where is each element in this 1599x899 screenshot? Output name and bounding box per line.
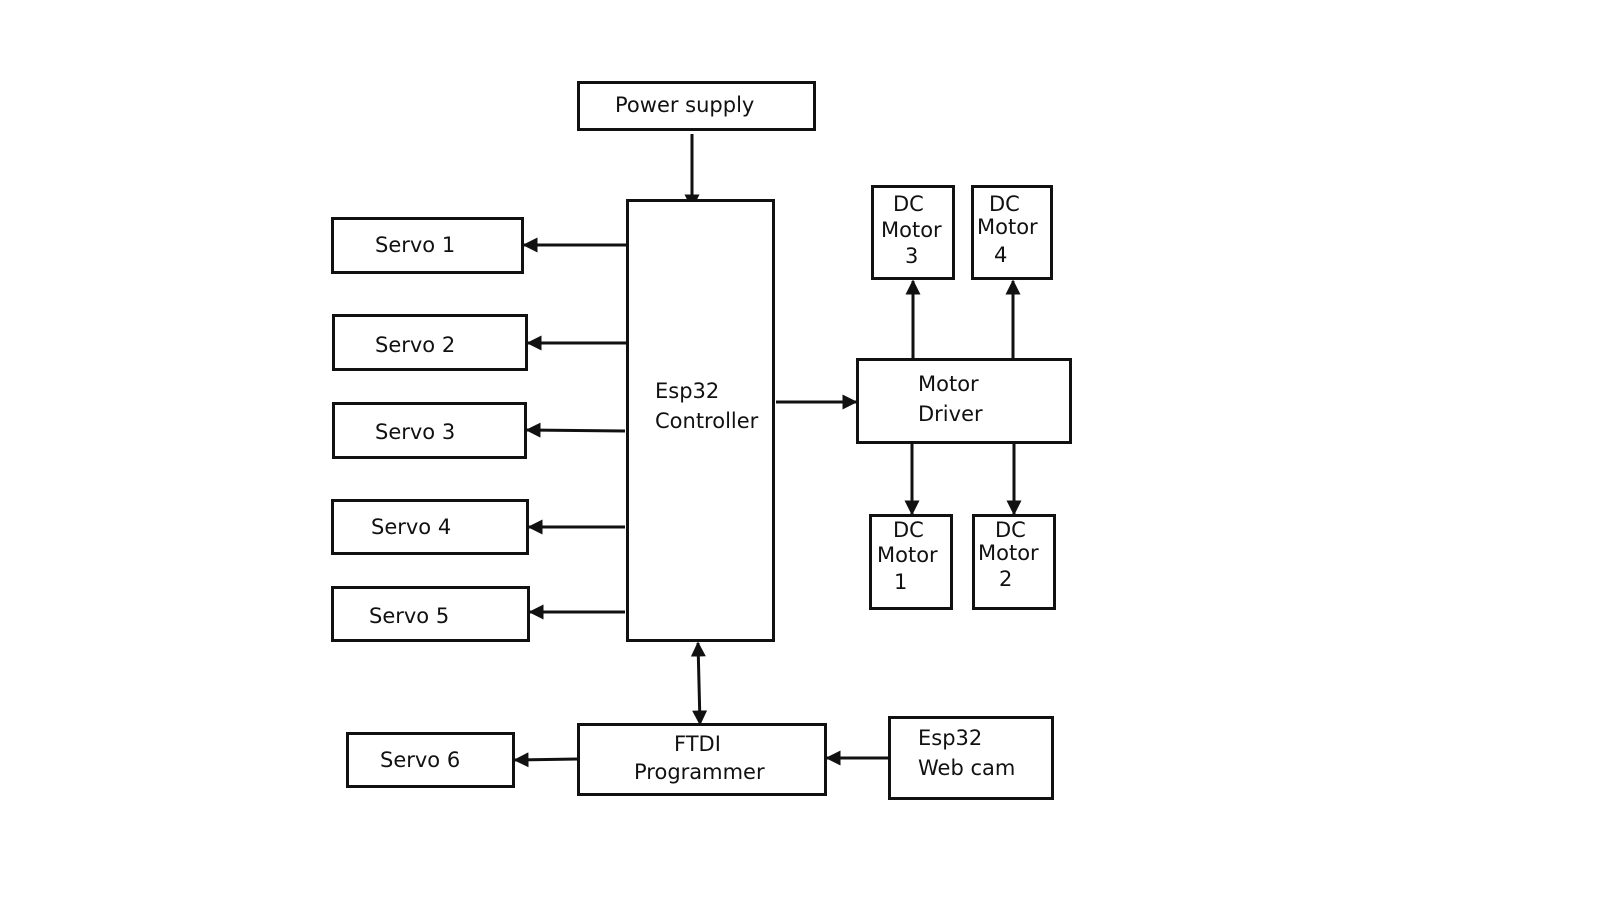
controller-label-line2: Controller bbox=[655, 409, 759, 433]
dc-motor-2-block bbox=[972, 514, 1056, 610]
servo-3-block bbox=[332, 402, 527, 459]
motor-driver-label-line2: Driver bbox=[918, 402, 983, 426]
esp32-webcam-block bbox=[888, 716, 1054, 800]
servo-6-block bbox=[346, 732, 515, 788]
ftdi-programmer-block bbox=[577, 723, 827, 796]
dc-motor-3-label-line2: Motor bbox=[881, 218, 942, 242]
dc-motor-3-label-line3: 3 bbox=[905, 244, 919, 268]
ftdi-label-line2: Programmer bbox=[634, 760, 765, 784]
servo-6-label: Servo 6 bbox=[380, 748, 461, 772]
servo-5-block bbox=[331, 586, 530, 642]
dc-motor-1-block bbox=[869, 514, 953, 610]
webcam-label-line1: Esp32 bbox=[918, 726, 983, 750]
dc-motor-2-label-line3: 2 bbox=[999, 567, 1013, 591]
dc-motor-4-block bbox=[971, 185, 1053, 280]
dc-motor-2-label-line1: DC bbox=[995, 518, 1026, 542]
servo-1-block bbox=[331, 217, 524, 274]
servo-2-block bbox=[332, 314, 528, 371]
servo-1-label: Servo 1 bbox=[375, 233, 456, 257]
servo-2-label: Servo 2 bbox=[375, 333, 456, 357]
arrow-controller-ftdi-bidirectional bbox=[690, 641, 708, 726]
servo-3-label: Servo 3 bbox=[375, 420, 456, 444]
servo-4-label: Servo 4 bbox=[371, 515, 452, 539]
dc-motor-3-block bbox=[871, 185, 955, 280]
dc-motor-4-label-line2: Motor bbox=[977, 215, 1038, 239]
servo-4-block bbox=[331, 499, 529, 555]
dc-motor-3-label-line1: DC bbox=[893, 192, 924, 216]
dc-motor-4-label-line1: DC bbox=[989, 192, 1020, 216]
dc-motor-2-label-line2: Motor bbox=[978, 541, 1039, 565]
motor-driver-label-line1: Motor bbox=[918, 372, 979, 396]
webcam-label-line2: Web cam bbox=[918, 756, 1016, 780]
arrow-controller-to-servo3 bbox=[525, 422, 626, 438]
servo-5-label: Servo 5 bbox=[369, 604, 450, 628]
power-supply-label: Power supply bbox=[615, 93, 755, 117]
dc-motor-1-label-line3: 1 bbox=[894, 570, 908, 594]
motor-driver-block bbox=[856, 358, 1072, 444]
dc-motor-1-label-line2: Motor bbox=[877, 543, 938, 567]
power-supply-block bbox=[577, 81, 816, 131]
ftdi-label-line1: FTDI bbox=[674, 732, 721, 756]
dc-motor-4-label-line3: 4 bbox=[994, 243, 1008, 267]
arrow-ftdi-to-servo6 bbox=[513, 752, 579, 768]
dc-motor-1-label-line1: DC bbox=[893, 518, 924, 542]
esp32-controller-block bbox=[626, 199, 775, 642]
controller-label-line1: Esp32 bbox=[655, 379, 720, 403]
